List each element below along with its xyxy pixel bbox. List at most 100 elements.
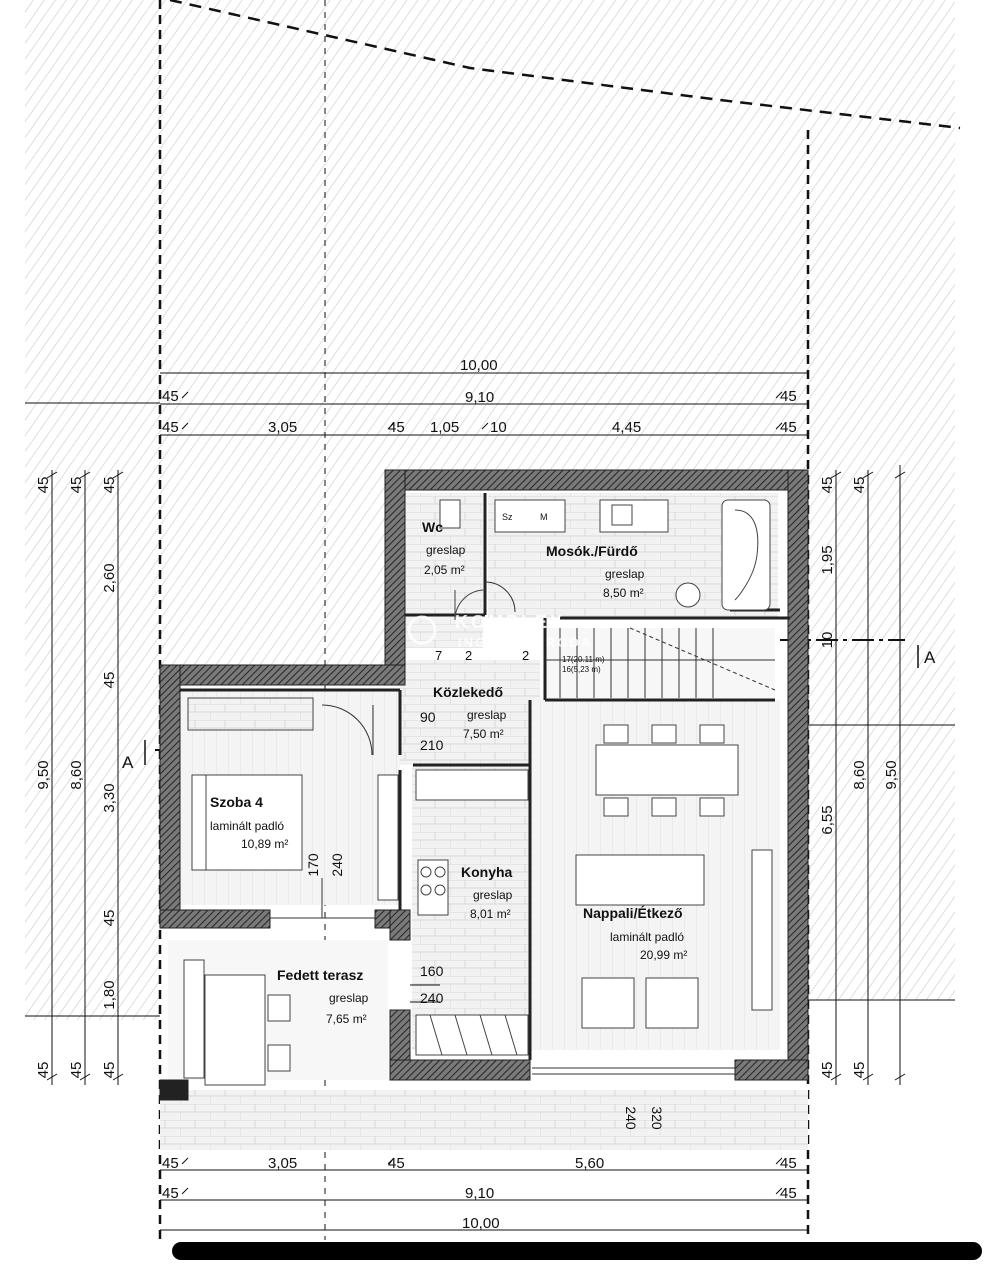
dim-left-seg-5: 45 <box>101 910 118 927</box>
room-wc-area: 2,05 m² <box>424 563 465 577</box>
room-konyha-floor: greslap <box>473 888 513 902</box>
stair-mark-1: 7 <box>435 648 442 663</box>
washer-label-1: Sz <box>502 512 513 522</box>
section-mark-left: A <box>122 753 134 772</box>
stair-note-2: 16(5,23 m) <box>562 665 601 674</box>
door-dim-160: 160 <box>420 963 444 979</box>
dim-right-seg-2: 1,95 <box>819 545 836 574</box>
bathroom-fixtures <box>439 499 771 621</box>
dim-left-outer-bottom: 45 <box>35 1062 52 1079</box>
section-mark-right: A <box>924 648 936 667</box>
stair-note-1: 17(20.11 m) <box>562 655 605 664</box>
room-wc-floor: greslap <box>426 543 466 557</box>
dim-bottom-wall-left: 45 <box>162 1185 179 1202</box>
door-dim-240-c: 240 <box>623 1106 639 1130</box>
dim-top-seg-7: 45 <box>780 419 797 436</box>
room-szoba-floor: laminált padló <box>210 819 284 833</box>
dim-right-seg-1: 45 <box>819 477 836 494</box>
room-wc: Wc greslap 2,05 m² <box>422 519 466 577</box>
dim-right-seg-4: 6,55 <box>819 805 836 834</box>
doors <box>270 581 735 1075</box>
room-terasz: Fedett terasz greslap 7,65 m² <box>277 967 369 1026</box>
door-dim-240-b: 240 <box>420 990 444 1006</box>
dim-left-seg-7: 45 <box>101 1062 118 1079</box>
room-terasz-area: 7,65 m² <box>326 1012 367 1026</box>
room-szoba: Szoba 4 laminált padló 10,89 m² <box>210 794 288 851</box>
dim-bottom-seg-1: 45 <box>162 1155 179 1172</box>
room-furdo: Mosók./Fürdő greslap 8,50 m² <box>546 543 645 600</box>
dim-left-seg-6: 1,80 <box>101 980 118 1009</box>
bottom-bar <box>172 1242 982 1260</box>
dim-bottom-seg-5: 45 <box>780 1155 797 1172</box>
watermark: KOMPLEX INGATLANIRODA <box>407 612 592 650</box>
room-terasz-name: Fedett terasz <box>277 967 363 983</box>
terrace-furniture <box>183 959 291 1086</box>
room-konyha-area: 8,01 m² <box>470 907 511 921</box>
dim-top-seg-1: 45 <box>162 419 179 436</box>
dim-left-seg-1: 45 <box>101 477 118 494</box>
door-dim-210: 210 <box>420 737 444 753</box>
dim-bottom-seg-2: 3,05 <box>268 1155 297 1172</box>
room-kozlekedo-area: 7,50 m² <box>463 727 504 741</box>
dim-left-wall-top: 45 <box>68 477 85 494</box>
dim-right-inner: 8,60 <box>851 760 868 789</box>
living-furniture <box>575 724 773 1029</box>
dim-top-total: 10,00 <box>460 357 498 374</box>
dim-top-seg-4: 1,05 <box>430 419 459 436</box>
dim-bottom-seg-3: 45 <box>388 1155 405 1172</box>
dim-right-wall-bottom: 45 <box>851 1062 868 1079</box>
room-nappali: Nappali/Étkező laminált padló 20,99 m² <box>583 905 687 962</box>
room-furdo-area: 8,50 m² <box>603 586 644 600</box>
room-furdo-floor: greslap <box>605 567 645 581</box>
dim-top-wall-right: 45 <box>780 388 797 405</box>
room-szoba-name: Szoba 4 <box>210 794 263 810</box>
room-terasz-floor: greslap <box>329 991 369 1005</box>
dim-left-wall-bottom: 45 <box>68 1062 85 1079</box>
dim-bottom-total: 10,00 <box>462 1215 500 1232</box>
dim-bottom-wall-right: 45 <box>780 1185 797 1202</box>
dim-bottom-seg-4: 5,60 <box>575 1155 604 1172</box>
room-furdo-name: Mosók./Fürdő <box>546 543 638 559</box>
washer-label-2: M <box>540 512 548 522</box>
stair-mark-2: 2 <box>465 648 472 663</box>
dim-left-seg-4: 3,30 <box>101 783 118 812</box>
door-dim-170: 170 <box>305 853 321 877</box>
stair-mark-3: 2 <box>522 648 529 663</box>
watermark-line1: KOMPLEX <box>455 612 565 632</box>
room-nappali-name: Nappali/Étkező <box>583 905 683 921</box>
dim-top-seg-6: 4,45 <box>612 419 641 436</box>
door-dim-90: 90 <box>420 709 436 725</box>
room-nappali-floor: laminált padló <box>610 930 684 944</box>
walls <box>159 469 809 1101</box>
dim-right-wall-top: 45 <box>851 477 868 494</box>
dim-right-seg-5: 45 <box>819 1062 836 1079</box>
dim-right-total: 9,50 <box>883 760 900 789</box>
dim-left-inner: 8,60 <box>68 760 85 789</box>
room-kozlekedo-name: Közlekedő <box>433 684 503 700</box>
staircase <box>545 627 776 698</box>
room-szoba-area: 10,89 m² <box>241 837 288 851</box>
room-nappali-area: 20,99 m² <box>640 948 687 962</box>
room-konyha-name: Konyha <box>461 864 513 880</box>
kitchen-fixtures <box>415 769 529 1056</box>
dim-top-wall-left: 45 <box>162 388 179 405</box>
door-dim-320: 320 <box>649 1106 665 1130</box>
dim-left-seg-3: 45 <box>101 672 118 689</box>
door-dim-240-a: 240 <box>329 853 345 877</box>
dim-bottom-inner: 9,10 <box>465 1185 494 1202</box>
dim-left-outer-top: 45 <box>35 477 52 494</box>
dim-top-seg-5: 10 <box>490 419 507 436</box>
room-konyha: Konyha greslap 8,01 m² <box>461 864 513 921</box>
watermark-line2: INGATLANIRODA <box>458 635 592 650</box>
bedroom-furniture <box>187 697 399 901</box>
dim-top-inner: 9,10 <box>465 389 494 406</box>
dim-left-seg-2: 2,60 <box>101 563 118 592</box>
dim-top-seg-2: 3,05 <box>268 419 297 436</box>
room-kozlekedo: Közlekedő greslap 7,50 m² <box>433 684 507 741</box>
dim-top-seg-3: 45 <box>388 419 405 436</box>
dimension-lines <box>46 372 906 1231</box>
room-wc-name: Wc <box>422 519 443 535</box>
room-kozlekedo-floor: greslap <box>467 708 507 722</box>
dim-left-total: 9,50 <box>35 760 52 789</box>
